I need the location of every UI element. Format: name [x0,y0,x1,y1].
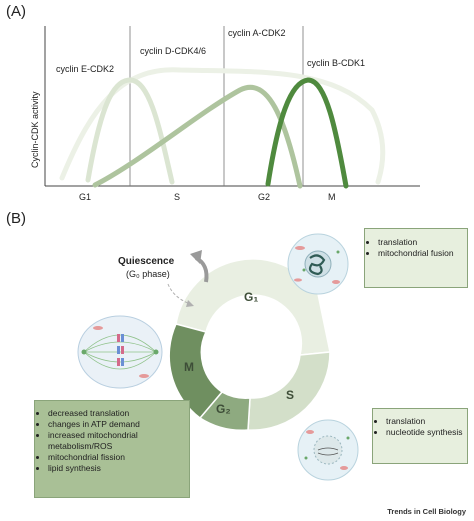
s-info-box: translation nucleotide synthesis [372,408,468,464]
tick-g1: G1 [79,192,92,202]
quiescence-return-arrowhead [186,300,194,307]
g1-cell-illustration [287,233,349,295]
s-info-item: translation [386,416,467,427]
m-info-box: decreased translation changes in ATP dem… [34,400,190,498]
m-info-item: increased mitochondrial metabolism/ROS [48,430,189,452]
quiescence-title: Quiescence [118,256,175,267]
quiescence-arrowhead [190,250,202,264]
m-cell-illustration [77,315,163,389]
g1-info-box: translation mitochondrial fusion [364,228,468,288]
label-cyclin-a: cyclin A-CDK2 [228,28,286,38]
s-cell-illustration [297,419,359,481]
label-cyclin-b: cyclin B-CDK1 [307,58,366,68]
phase-label-g1: G₁ [244,290,259,304]
g1-info-item: translation [378,237,467,248]
m-info-item: decreased translation [48,408,189,419]
cyclin-e-peak-curve [85,77,175,185]
phase-label-m: M [184,360,194,374]
ring-m [168,323,224,420]
m-info-item: mitochondrial fission [48,452,189,463]
panel-a-label: (A) [6,3,26,20]
cdk-activity-chart [44,26,420,189]
label-cyclin-d: cyclin D-CDK4/6 [140,46,207,56]
label-cyclin-e: cyclin E-CDK2 [56,64,115,74]
m-info-item: changes in ATP demand [48,419,189,430]
cyclin-d-curve [92,84,303,189]
tick-m: M [328,192,336,202]
tick-g2: G2 [258,192,271,202]
quiescence-subtitle: (G₀ phase) [126,269,170,279]
ring-s [247,351,331,431]
g1-info-item: mitochondrial fusion [378,248,467,259]
panel-b-label: (B) [6,210,26,227]
journal-credit: Trends in Cell Biology [387,507,466,516]
m-info-item: lipid synthesis [48,463,189,474]
s-info-item: nucleotide synthesis [386,427,467,438]
phase-label-s: S [286,388,295,402]
cyclin-e-curve [59,67,386,185]
cyclin-b-curve [265,77,349,189]
tick-s: S [174,192,181,202]
phase-label-g2: G₂ [216,402,231,416]
cell-cycle-diagram [77,233,359,481]
